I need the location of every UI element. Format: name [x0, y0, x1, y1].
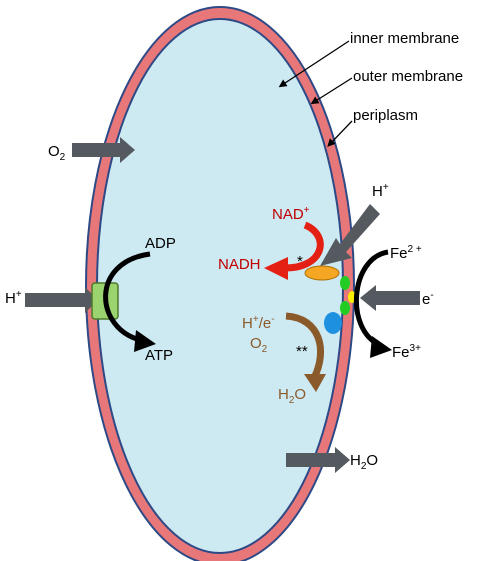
- complex-blue: [324, 312, 342, 334]
- h-plus-top-arrow: [320, 204, 380, 266]
- complex-green-top: [340, 276, 350, 290]
- adp-label: ADP: [145, 235, 176, 252]
- cell: [85, 6, 355, 561]
- nad-red-arrowhead: [264, 257, 288, 280]
- membrane-complexes: [304, 265, 356, 334]
- periplasm-pointer: [327, 120, 353, 147]
- h-plus-left-arrow: [25, 287, 98, 313]
- outer-membrane-label: outer membrane: [353, 68, 463, 85]
- membrane-labels: inner membrane outer membrane periplasm: [278, 30, 463, 147]
- h-plus-top-group: H+: [320, 182, 389, 266]
- fe2-label: Fe2 +: [390, 244, 422, 262]
- cytoplasm: [96, 18, 344, 554]
- h2o-efflux-arrow: [286, 447, 350, 473]
- h2o-inner-label: H2O: [278, 386, 306, 406]
- e-minus-arrow: [360, 285, 420, 311]
- h-plus-left-label: H+: [5, 289, 22, 307]
- adp-atp-arrowhead: [134, 330, 156, 352]
- brown-arrowhead: [304, 374, 326, 392]
- atp-label: ATP: [145, 347, 173, 364]
- fe3-label: Fe3+: [392, 343, 421, 361]
- inner-membrane-label: inner membrane: [350, 30, 459, 47]
- iron-oxidation-group: Fe2 + Fe3+ e-: [353, 244, 434, 361]
- h-e-label: H+/e-: [242, 314, 275, 332]
- h2o-efflux: H2O: [286, 447, 378, 473]
- complex-green-bottom: [340, 301, 350, 315]
- star-double: **: [296, 343, 308, 360]
- o2-influx: O2: [48, 137, 135, 163]
- nad-red-arrow: [284, 221, 324, 272]
- o2-influx-arrow: [72, 137, 135, 163]
- adp-atp-arrow: [103, 251, 151, 343]
- brown-arrow: [285, 312, 325, 380]
- h-plus-top-label: H+: [372, 182, 389, 200]
- atp-synthase-group: H+ ADP ATP: [5, 235, 176, 364]
- nadh-label: NADH: [218, 256, 261, 273]
- e-minus-label: e-: [422, 290, 434, 308]
- o2-in-label: O2: [48, 143, 66, 163]
- nad-group: NAD+ NADH *: [218, 205, 324, 280]
- o2-inner-label: O2: [250, 335, 268, 355]
- outer-membrane-pointer: [310, 77, 353, 105]
- fe-black-arrowhead: [370, 336, 392, 358]
- inner-membrane-pointer: [278, 40, 350, 88]
- nad-plus-label: NAD+: [272, 205, 310, 223]
- periplasm-label: periplasm: [353, 107, 418, 124]
- h2o-out-label: H2O: [350, 452, 378, 472]
- complex-orange: [304, 265, 340, 281]
- oxygen-reduction-group: H+/e- O2 ** H2O: [242, 312, 326, 406]
- fe-black-arrow: [353, 249, 389, 348]
- star-single: *: [297, 253, 303, 270]
